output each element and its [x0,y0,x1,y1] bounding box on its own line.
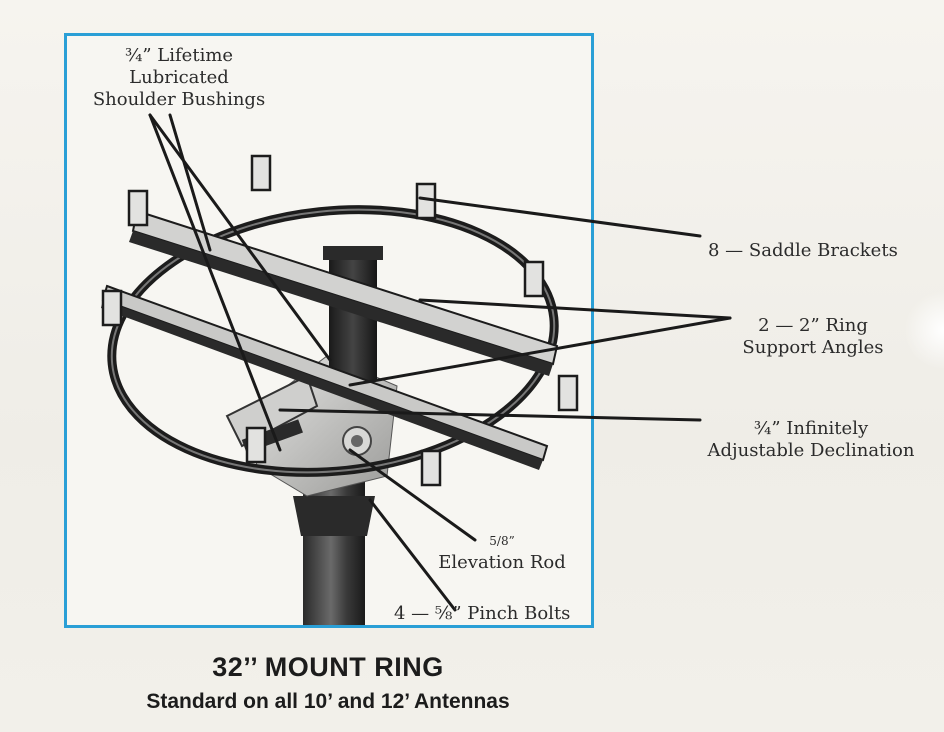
label-ring-support-line2: Support Angles [742,337,884,358]
label-shoulder-bushings-line1: ¾” Lifetime [124,45,234,66]
label-shoulder-bushings: ¾” Lifetime Lubricated Shoulder Bushings [84,45,274,111]
glare [904,290,944,370]
label-saddle-brackets: 8 — Saddle Brackets [708,240,898,262]
caption-title: 32’’ MOUNT RING [212,652,444,682]
label-declination-line1: ¾” Infinitely [753,418,869,439]
label-declination: ¾” Infinitely Adjustable Declination [700,418,922,462]
label-pinch-bolts-line1: 4 — ⅝” Pinch Bolts [394,603,571,624]
label-elevation-rod: 5/8” Elevation Rod [432,530,572,574]
label-elevation-line1: Elevation Rod [438,552,566,573]
label-shoulder-bushings-line2: Lubricated [129,67,229,88]
label-shoulder-bushings-line3: Shoulder Bushings [92,89,266,110]
label-elevation-fraction: 5/8” [489,534,515,548]
label-saddle-brackets-line1: 8 — Saddle Brackets [708,240,898,261]
caption-subtitle: Standard on all 10’ and 12’ Antennas [146,690,510,713]
label-ring-support-angles: 2 — 2” Ring Support Angles [728,315,898,359]
label-pinch-bolts: 4 — ⅝” Pinch Bolts [394,603,570,625]
label-declination-line2: Adjustable Declination [707,440,915,461]
label-ring-support-line1: 2 — 2” Ring [758,315,868,336]
